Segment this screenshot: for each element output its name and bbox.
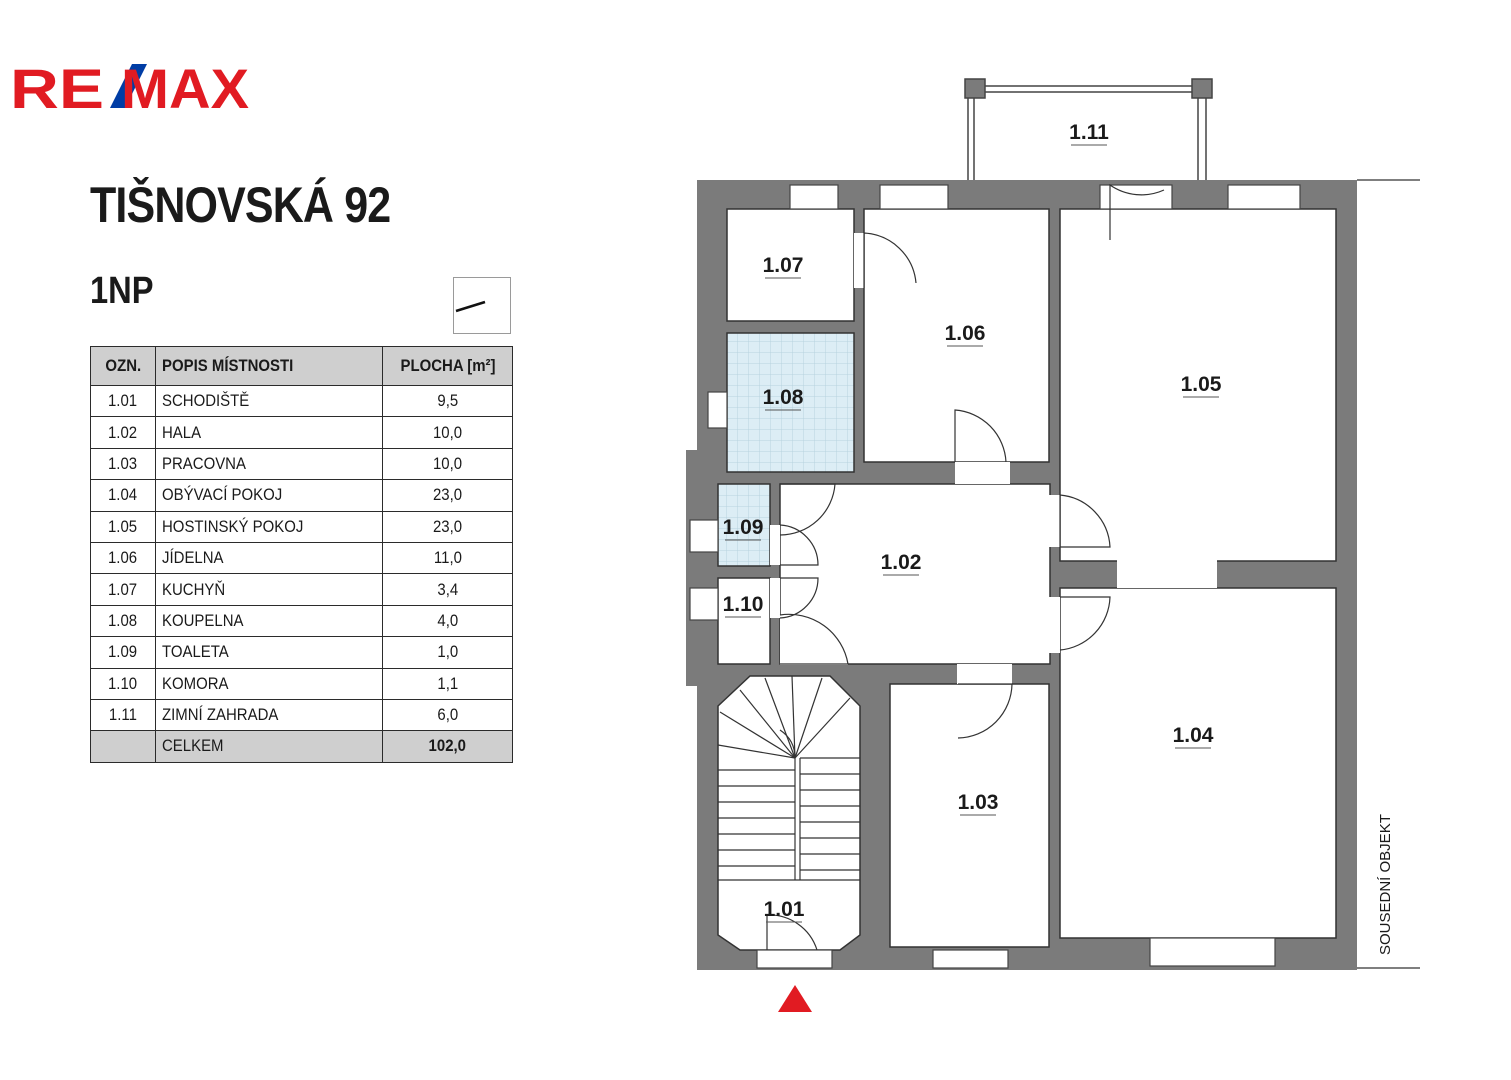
room-id: 1.10 [90,667,156,700]
room-name: OBÝVACÍ POKOJ [155,479,383,512]
winter-garden [964,78,1213,180]
room-id: 1.05 [90,510,156,543]
column-header-id: OZN. [90,346,156,386]
room-area: 23,0 [382,479,513,512]
room-id: 1.04 [90,479,156,512]
room-name: PRACOVNA [155,447,383,481]
room-area: 10,0 [382,416,513,449]
room-name: KOMORA [155,667,383,700]
room-name: KUCHYŇ [155,573,383,606]
total-area: 102,0 [382,730,513,763]
room-id: 1.03 [90,447,156,481]
room-name: HALA [155,416,383,449]
property-title: TIŠNOVSKÁ 92 [90,177,391,233]
room-1-09 [717,483,771,567]
room-label: 1.07 [763,254,804,277]
room-1-04 [1059,587,1337,939]
room-area: 6,0 [382,698,513,732]
room-label: 1.04 [1173,724,1214,747]
room-name: HOSTINSKÝ POKOJ [155,510,383,543]
room-area: 1,0 [382,636,513,669]
column-header-name: POPIS MÍSTNOSTI [155,346,383,386]
north-arrow-icon [453,277,511,334]
room-name: SCHODIŠTĚ [155,384,383,418]
room-area: 9,5 [382,384,513,418]
room-id: 1.11 [90,698,156,732]
room-1-06 [863,208,1050,463]
room-id: 1.09 [90,636,156,669]
room-label: 1.03 [958,791,999,814]
room-name: TOALETA [155,636,383,669]
floor-plan: 1.01 1.02 1.03 1.04 1.05 1.06 1.07 1.08 1.09 1.10… [686,78,1420,1012]
room-area: 4,0 [382,604,513,638]
room-label: 1.05 [1181,373,1222,396]
table-header-row: OZN. POPIS MÍSTNOSTI PLOCHA [m²] [90,346,513,386]
room-id: 1.06 [90,541,156,575]
remax-logo: RE MAX [10,62,249,112]
staircase [717,675,860,881]
room-name: JÍDELNA [155,541,383,575]
room-area: 10,0 [382,447,513,481]
room-label: 1.09 [723,516,764,539]
floor-label: 1NP [90,270,154,312]
room-label: 1.01 [764,898,805,921]
room-area: 3,4 [382,573,513,606]
room-1-08 [726,332,855,473]
total-id [90,730,156,763]
svg-text:MAX: MAX [121,62,249,112]
room-id: 1.07 [90,573,156,606]
room-label: 1.06 [945,322,986,345]
room-1-05 [1059,208,1337,562]
total-label: CELKEM [155,730,383,763]
room-area: 23,0 [382,510,513,543]
neighbor-building-label: SOUSEDNÍ OBJEKT [1377,814,1394,955]
room-label: 1.08 [763,386,804,409]
room-id: 1.01 [90,384,156,418]
room-1-10 [717,577,771,665]
room-id: 1.02 [90,416,156,449]
column-header-area: PLOCHA [m²] [382,346,513,386]
room-name: KOUPELNA [155,604,383,638]
room-label: 1.02 [881,551,922,574]
svg-text:RE: RE [10,62,104,112]
room-name: ZIMNÍ ZAHRADA [155,698,383,732]
room-1-01 [717,675,861,951]
room-label: 1.11 [1069,121,1109,144]
room-id: 1.08 [90,604,156,638]
room-area: 1,1 [382,667,513,700]
room-area: 11,0 [382,541,513,575]
room-label: 1.10 [723,593,764,616]
entrance-arrow-icon [778,985,812,1012]
